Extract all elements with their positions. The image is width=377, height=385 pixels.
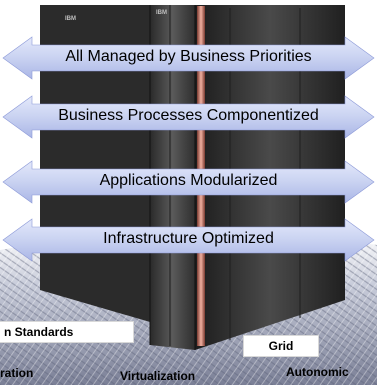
arrow-business-priorities [2,36,375,80]
open-standards-label: n Standards [0,321,134,343]
grid-label: Grid [243,335,319,357]
autonomic-label: Autonomic [286,365,349,379]
arrow-label-business-priorities: All Managed by Business Priorities [65,48,312,65]
arrow-infrastructure [2,218,375,262]
arrow-label-applications: Applications Modularized [99,172,278,189]
priority-arrows [2,36,375,262]
arrow-label-business-processes: Business Processes Componentized [58,107,319,124]
server-logo-right: IBM [156,10,167,16]
arrow-business-processes [2,95,375,139]
server-logo-left: IBM [65,16,76,22]
arrow-applications [2,160,375,204]
arrow-label-infrastructure: Infrastructure Optimized [103,230,274,247]
integration-label: ration [0,366,34,380]
virtualization-label: Virtualization [120,369,196,383]
